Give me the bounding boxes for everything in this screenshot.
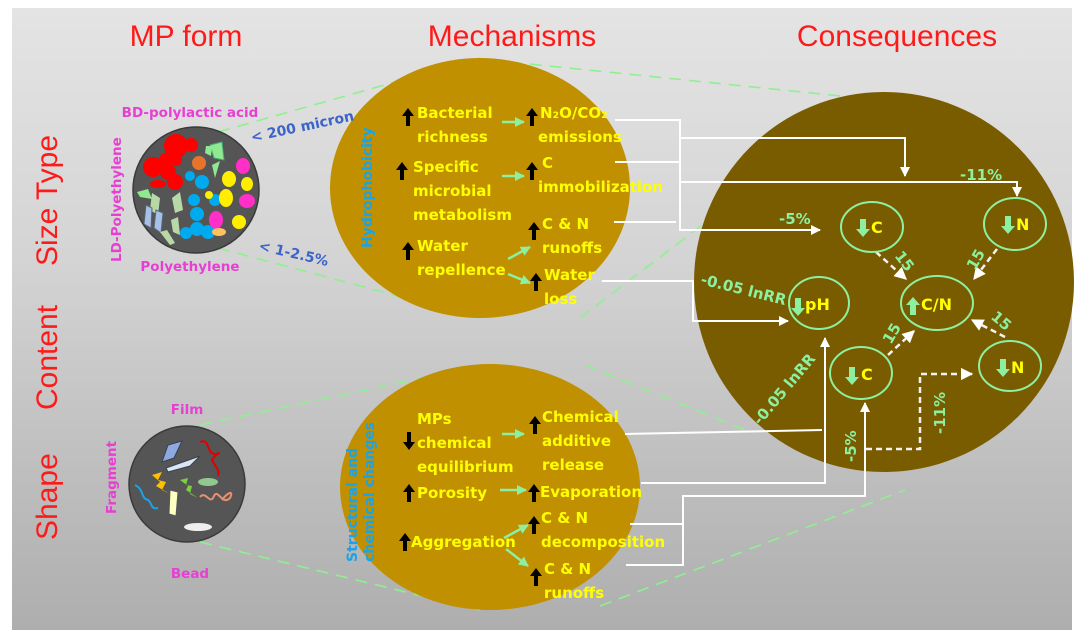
consequence-node-c-top: C [840,201,904,253]
effect-text: Chemical [542,408,619,426]
label-ld-polyethylene: LD-Polyethylene [109,137,125,262]
cause-text: repellence [417,261,506,279]
effect-text: decomposition [541,533,665,551]
effect-text: runoffs [544,584,604,602]
cause-text: Specific [413,158,479,176]
side-label-shape: Shape [31,453,64,540]
consequence-node-c-bottom: C [829,346,893,400]
consequence-node-ph: pH [788,276,850,330]
consequence-circle [694,92,1074,472]
node-label: C/N [921,295,952,314]
effect-text: C & N [542,215,589,233]
label-hydrophobicity: Hydrophobicity [360,127,376,248]
effect-text: emissions [538,128,622,146]
zoom-line-mech-bottom [599,489,906,607]
effect-c-top: -5% [779,210,811,228]
cause-text: equilibrium [417,458,514,476]
consequence-node-cn: C/N [900,275,974,331]
label-structural-line2: chemical changes [362,422,378,562]
zoom-line-mech-mid-1 [579,209,723,319]
effect-text: C & N [541,509,588,527]
effect-text: release [542,456,604,474]
zoom-line-mech-top [489,59,881,101]
cause-text: chemical [417,434,492,452]
effect-text: Evaporation [540,483,642,501]
effect-text: C [542,154,553,172]
side-label-type: Type [31,135,64,200]
label-bead: Bead [171,566,209,582]
zoom-line-mech-mid-2 [584,364,746,431]
bottom-mechanisms: MPs chemical equilibrium Porosity Aggreg… [399,408,665,602]
mechanism-circle-hydrophobicity [330,58,630,318]
cause-text: Bacterial [417,104,493,122]
label-fragment: Fragment [104,440,120,514]
cause-text: metabolism [413,206,512,224]
effect-text: N₂O/CO₂ [540,104,608,122]
node-label: C [871,218,883,237]
cause-text: richness [417,128,488,146]
effect-text: additive [542,432,611,450]
effect-n-bottom: -11% [931,392,949,434]
cause-text: Aggregation [411,533,516,551]
node-label: N [1016,215,1029,234]
header-mp-form: MP form [130,20,243,53]
side-label-content: Content [31,304,64,410]
node-label: N [1011,358,1024,377]
mp-type-illustration [132,126,260,254]
effect-text: immobilization [538,178,663,196]
top-mechanisms: Bacterial richness Specific microbial me… [396,104,663,308]
effect-text: C & N [544,560,591,578]
effect-text: loss [544,290,577,308]
cause-text: Porosity [417,484,487,502]
effect-n-top: -11% [960,166,1002,184]
node-label: C [861,365,873,384]
connector-lines [602,119,1022,566]
label-film: Film [171,402,204,418]
consequence-node-n-bottom: N [978,340,1042,392]
node-label: pH [805,295,830,314]
cause-text: MPs [417,410,452,428]
header-mechanisms: Mechanisms [428,20,596,53]
effect-text: Water [544,266,595,284]
effect-text: runoffs [542,239,602,257]
label-size-threshold: < 200 micron [250,108,356,145]
label-content-threshold: < 1-2.5% [257,238,330,270]
header-consequences: Consequences [797,20,997,53]
mp-shape-illustration [128,425,246,543]
effect-c-bottom: -5% [842,430,860,462]
cause-text: microbial [413,182,492,200]
label-bd-polylactic-acid: BD-polylactic acid [122,105,259,121]
label-structural-line1: Structural and [345,448,361,562]
side-label-size: Size [31,208,64,266]
mechanism-circle-structural [340,364,640,610]
zoom-line-bottom-upper [199,365,481,426]
label-polyethylene: Polyethylene [140,259,239,275]
consequence-node-n-top: N [983,197,1047,251]
cause-text: Water [417,237,468,255]
